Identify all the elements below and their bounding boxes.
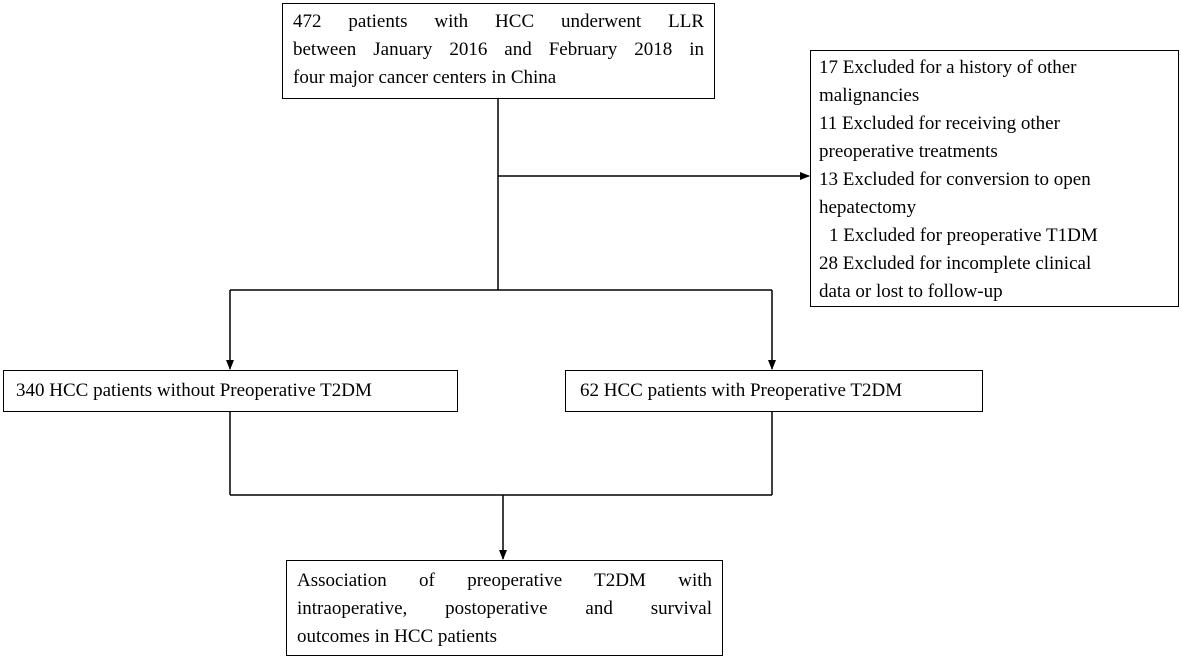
with-t2dm-label: 62 HCC patients with Preoperative T2DM	[580, 380, 903, 401]
outcome-box: Association of preoperative T2DM with in…	[286, 560, 723, 656]
outcome-line: intraoperative, postoperative and surviv…	[297, 598, 712, 619]
cohort-line: 472 patients with HCC underwent LLR	[293, 11, 704, 32]
exclusion-line: 28 Excluded for incomplete clinical	[819, 253, 1092, 274]
cohort-box: 472 patients with HCC underwent LLR betw…	[282, 3, 715, 99]
without-t2dm-box: 340 HCC patients without Preoperative T2…	[3, 370, 458, 412]
outcome-line: outcomes in HCC patients	[297, 626, 498, 647]
exclusion-line: 13 Excluded for conversion to open	[819, 169, 1091, 190]
without-t2dm-label: 340 HCC patients without Preoperative T2…	[16, 380, 372, 401]
cohort-line: between January 2016 and February 2018 i…	[293, 39, 704, 60]
exclusion-line: hepatectomy	[819, 197, 917, 218]
exclusion-line: 17 Excluded for a history of other	[819, 57, 1077, 78]
exclusion-line: preoperative treatments	[819, 141, 998, 162]
with-t2dm-box: 62 HCC patients with Preoperative T2DM	[565, 370, 983, 412]
exclusion-box: 17 Excluded for a history of other malig…	[810, 50, 1179, 307]
exclusion-line: 11 Excluded for receiving other	[819, 113, 1060, 134]
outcome-line: Association of preoperative T2DM with	[297, 570, 712, 591]
exclusion-line: 1 Excluded for preoperative T1DM	[829, 225, 1098, 246]
exclusion-line: malignancies	[819, 85, 920, 106]
exclusion-line: data or lost to follow-up	[819, 281, 1003, 302]
cohort-line: four major cancer centers in China	[293, 67, 557, 88]
